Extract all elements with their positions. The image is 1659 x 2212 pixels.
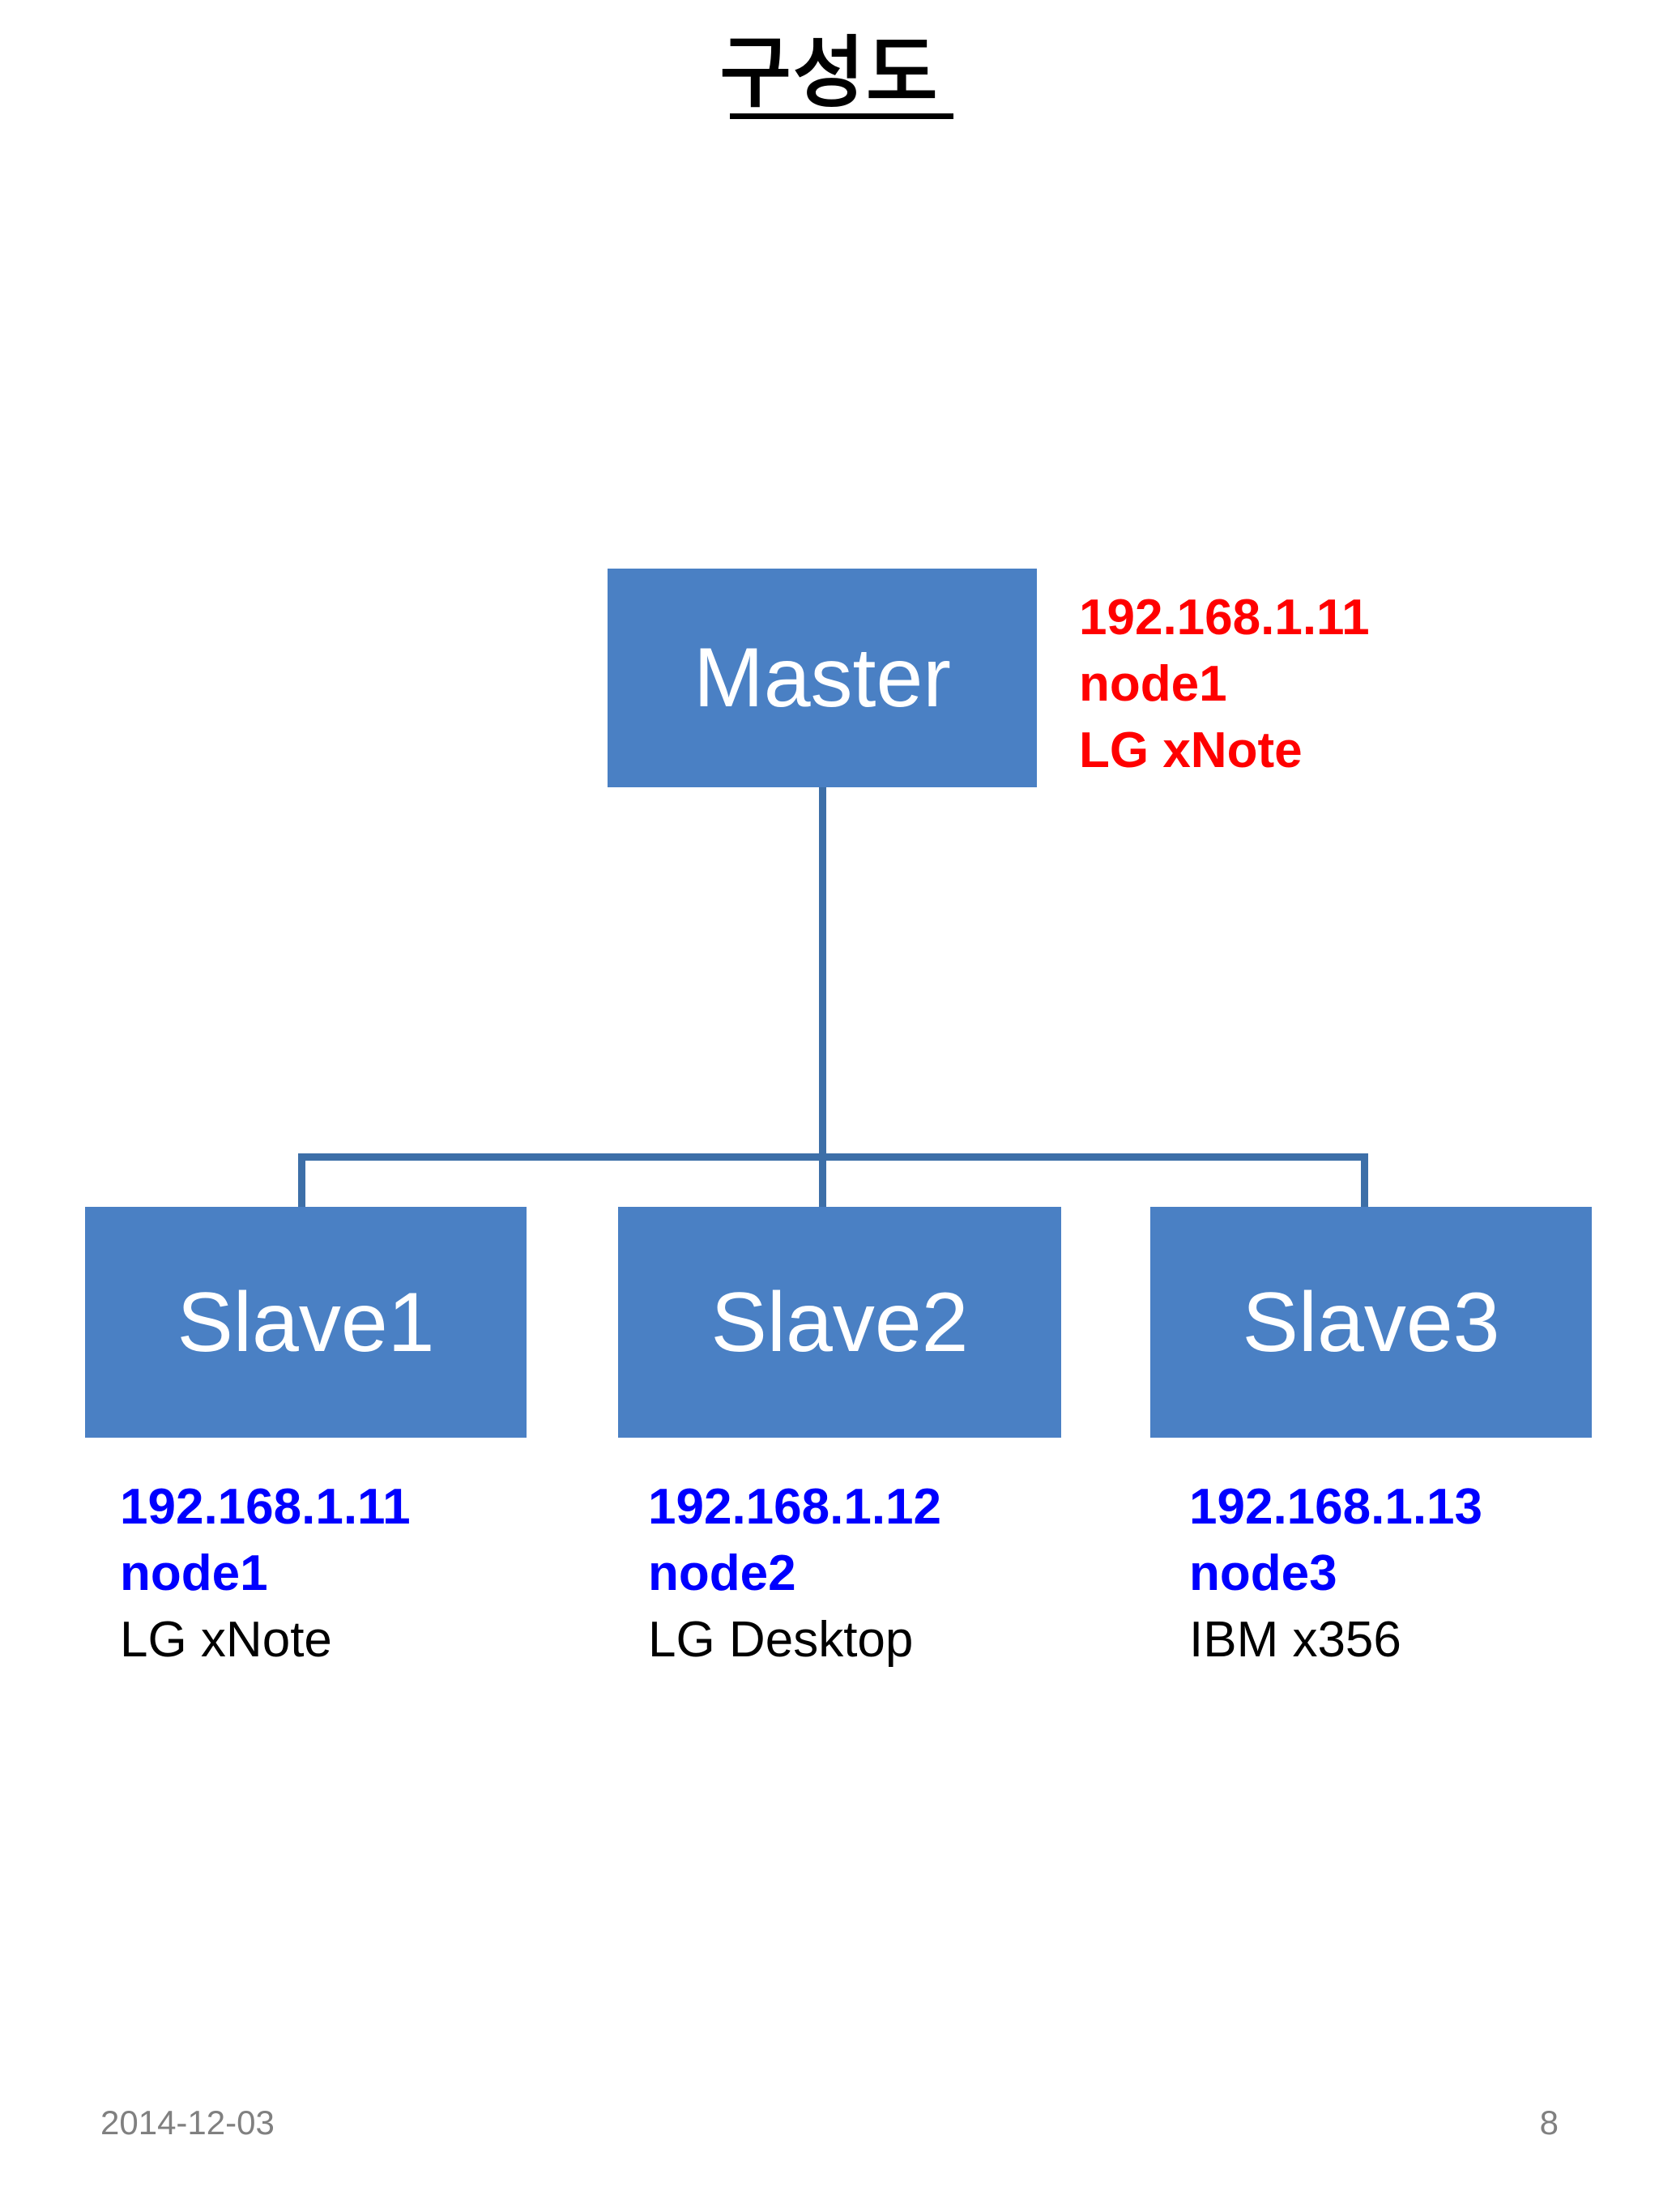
annotation-slave3: 192.168.1.13 node3 IBM x356 — [1189, 1474, 1482, 1673]
annotation-master: 192.168.1.11 node1 LG xNote — [1079, 585, 1370, 784]
footer-date: 2014-12-03 — [100, 2103, 275, 2142]
node-box-master[interactable]: Master — [608, 569, 1037, 787]
annotation-slave2-node: node2 — [648, 1545, 796, 1601]
annotation-slave3-ip: 192.168.1.13 — [1189, 1479, 1483, 1535]
page-title: 구성도 — [719, 30, 940, 117]
annotation-master-ip: 192.168.1.11 — [1079, 590, 1370, 646]
node-label-slave2: Slave2 — [710, 1275, 969, 1370]
annotation-master-machine: LG xNote — [1079, 722, 1303, 778]
annotation-slave1-ip: 192.168.1.11 — [120, 1479, 411, 1535]
annotation-slave3-node: node3 — [1189, 1545, 1337, 1601]
annotation-slave3-machine: IBM x356 — [1189, 1612, 1401, 1668]
title-underline — [730, 113, 953, 119]
connector-drop-slave1 — [298, 1153, 305, 1207]
node-label-slave3: Slave3 — [1242, 1275, 1500, 1370]
annotation-slave1: 192.168.1.11 node1 LG xNote — [120, 1474, 411, 1673]
connector-master-stem — [819, 787, 826, 1157]
annotation-slave1-node: node1 — [120, 1545, 268, 1601]
node-box-slave3[interactable]: Slave3 — [1150, 1207, 1592, 1438]
node-box-slave1[interactable]: Slave1 — [85, 1207, 527, 1438]
annotation-slave1-machine: LG xNote — [120, 1612, 332, 1668]
node-box-slave2[interactable]: Slave2 — [618, 1207, 1061, 1438]
connector-horizontal-bus — [298, 1153, 1368, 1161]
annotation-slave2-machine: LG Desktop — [648, 1612, 914, 1668]
connector-drop-slave3 — [1361, 1153, 1368, 1207]
annotation-slave2-ip: 192.168.1.12 — [648, 1479, 942, 1535]
node-label-slave1: Slave1 — [177, 1275, 435, 1370]
annotation-master-node: node1 — [1079, 656, 1227, 712]
annotation-slave2: 192.168.1.12 node2 LG Desktop — [648, 1474, 941, 1673]
node-label-master: Master — [693, 631, 951, 725]
connector-drop-slave2 — [819, 1153, 826, 1207]
footer-page-number: 8 — [1539, 2103, 1559, 2142]
